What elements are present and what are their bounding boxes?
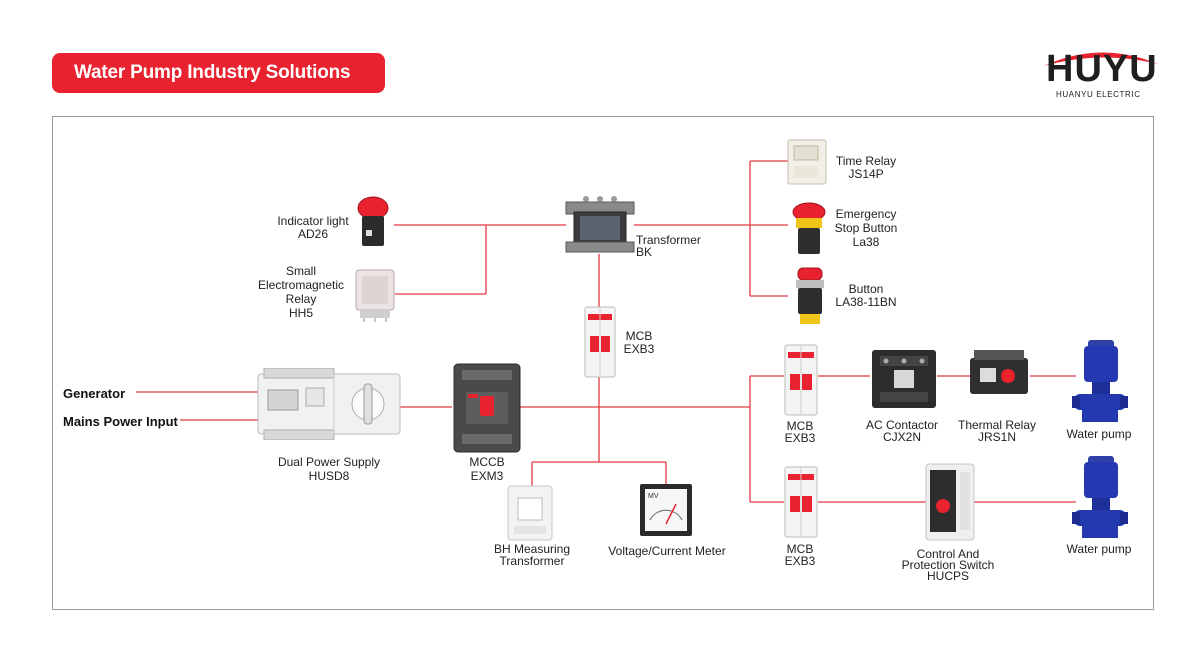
label-bh-line1: BH Measuring [493,542,571,556]
label-dual-power-name: Dual Power Supply [277,455,381,469]
bh-transformer-icon [507,485,553,541]
label-button-model: LA38-11BN [835,295,897,309]
cps-icon [925,463,975,541]
label-mccb-name: MCCB [469,455,505,469]
dual-power-supply-icon [257,368,401,440]
transformer-icon [565,196,635,253]
svg-text:MV: MV [648,493,659,500]
meter-icon: MV [640,484,692,536]
label-transformer-name: Transformer [636,233,701,247]
mcb-2-icon [784,466,818,538]
label-mccb-model: EXM3 [470,469,504,483]
label-mcb-2-name: MCB [786,542,814,556]
label-button-name: Button [848,282,884,296]
label-transformer-model: BK [636,245,653,259]
label-contactor-name: AC Contactor [865,418,939,432]
label-mcb-1-model: EXB3 [784,431,816,445]
label-time-relay-model: JS14P [848,167,884,181]
label-thermal-model: JRS1N [977,430,1016,444]
water-pump-2-icon [1072,456,1128,538]
logo-swoosh-icon [1044,52,1158,66]
label-indicator-name: Indicator light [277,214,349,228]
push-button-icon [796,267,824,324]
thermal-relay-icon [970,350,1028,394]
label-mcb-top-name: MCB [625,329,653,343]
page-title: Water Pump Industry Solutions [52,53,385,93]
label-bh-line2: Transformer [499,554,565,568]
label-cps-line1: Control And [916,547,980,561]
emergency-stop-icon [792,202,826,254]
indicator-light-icon [357,196,389,246]
time-relay-icon [787,139,827,185]
logo-subtitle: HUANYU ELECTRIC [1056,90,1141,99]
label-mains-power: Mains Power Input [63,414,178,429]
label-estop-line1: Emergency [835,207,897,221]
label-thermal-name: Thermal Relay [957,418,1037,432]
water-pump-1-icon [1072,340,1128,422]
label-meter-name: Voltage/Current Meter [608,544,726,558]
label-estop-line2: Stop Button [834,221,898,235]
label-relay-line2: Electromagnetic [257,278,345,292]
label-contactor-model: CJX2N [882,430,921,444]
label-relay-line3: Relay [285,292,317,306]
diagram-frame [52,116,1154,610]
label-generator: Generator [63,386,126,401]
mcb-1-icon [784,344,818,416]
label-pump-1: Water pump [1066,427,1132,441]
label-dual-power-model: HUSD8 [308,469,350,483]
label-mcb-2-model: EXB3 [784,554,816,568]
label-estop-model: La38 [852,235,880,249]
relay-icon [355,269,395,322]
label-cps-line2: Protection Switch [901,558,995,572]
label-cps-model: HUCPS [926,569,969,583]
mcb-top-icon [584,306,616,378]
mccb-icon [453,363,521,453]
ac-contactor-icon [872,350,936,408]
label-relay-model: HH5 [288,306,313,320]
label-mcb-top-model: EXB3 [623,342,655,356]
label-time-relay-name: Time Relay [835,154,897,168]
label-indicator-model: AD26 [297,227,329,241]
label-mcb-1-name: MCB [786,419,814,433]
label-relay-line1: Small [285,264,316,278]
logo-brand-text: HUYU [1046,48,1158,90]
label-pump-2: Water pump [1066,542,1132,556]
